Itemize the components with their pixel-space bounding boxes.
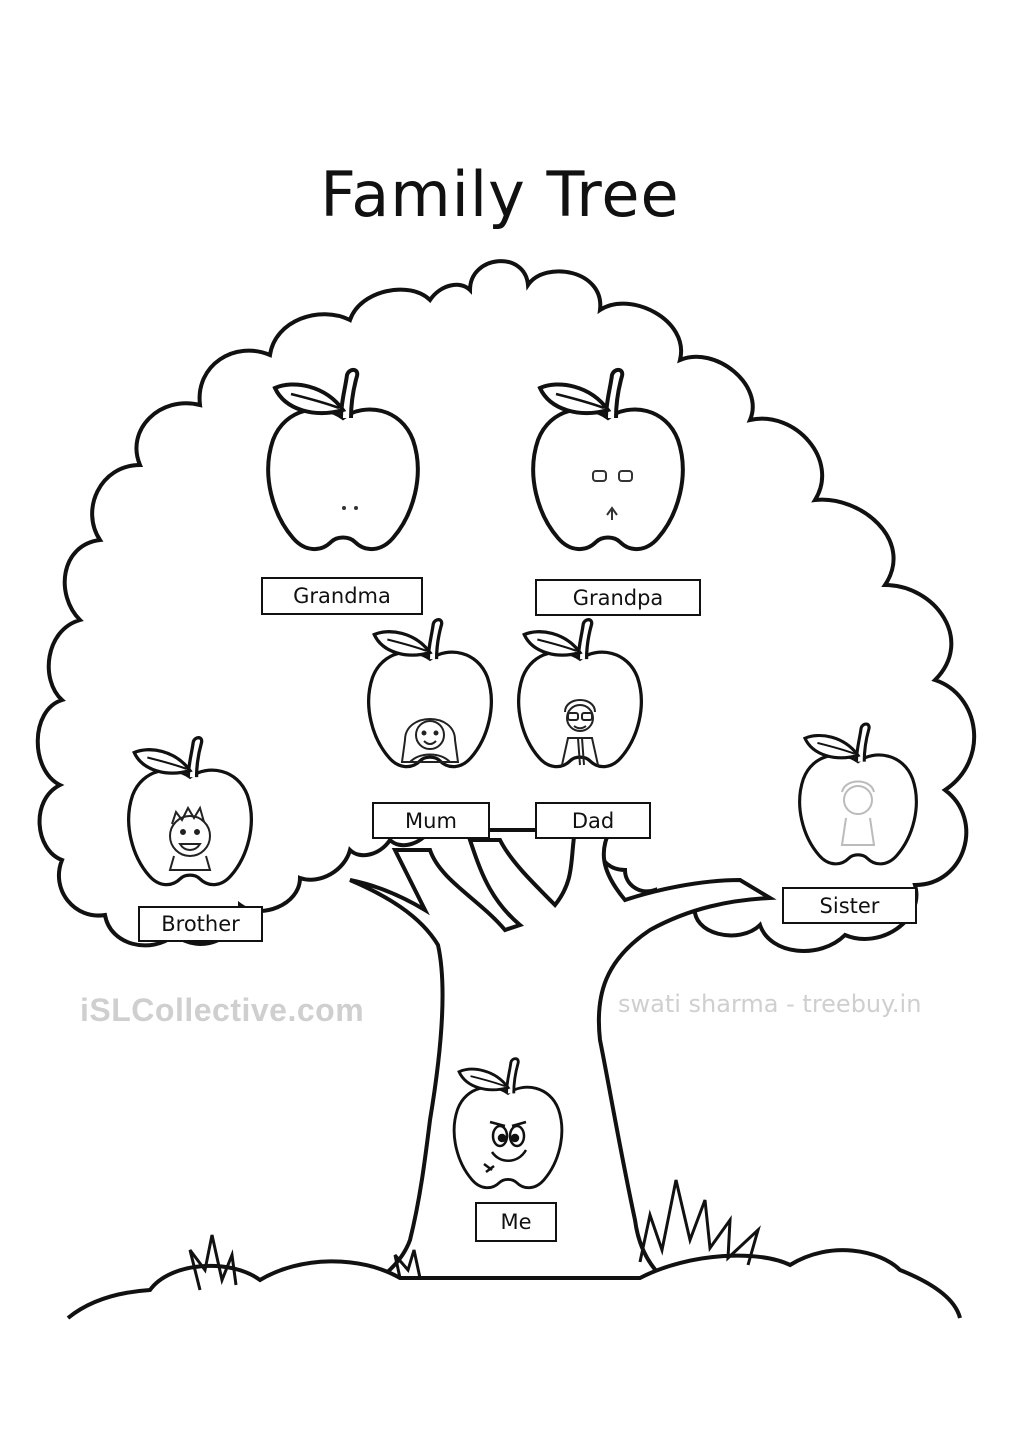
me-face	[483, 1120, 528, 1173]
label-dad: Dad	[535, 802, 651, 839]
watermark-site: iSLCollective.com	[80, 992, 365, 1028]
tree-trunk	[344, 828, 777, 1302]
label-mum: Mum	[372, 802, 490, 839]
brother-portrait	[168, 805, 212, 871]
label-me: Me	[475, 1202, 557, 1242]
label-sister: Sister	[782, 887, 917, 924]
label-grandma: Grandma	[261, 577, 423, 615]
grandpa-face-marks	[592, 470, 633, 520]
mum-portrait	[400, 718, 460, 763]
label-grandpa: Grandpa	[535, 579, 701, 616]
grass-mid	[393, 1249, 422, 1279]
grandma-face-marks	[342, 506, 358, 510]
page-title: Family Tree	[320, 158, 680, 231]
sister-portrait	[840, 780, 876, 846]
tree-canopy	[35, 259, 977, 953]
grass-left	[188, 1234, 238, 1291]
ground-line	[66, 1248, 962, 1320]
grass-right	[638, 1179, 761, 1266]
watermark-credit: swati sharma - treebuy.in	[618, 990, 922, 1018]
label-brother: Brother	[138, 906, 263, 942]
dad-portrait	[561, 699, 599, 766]
